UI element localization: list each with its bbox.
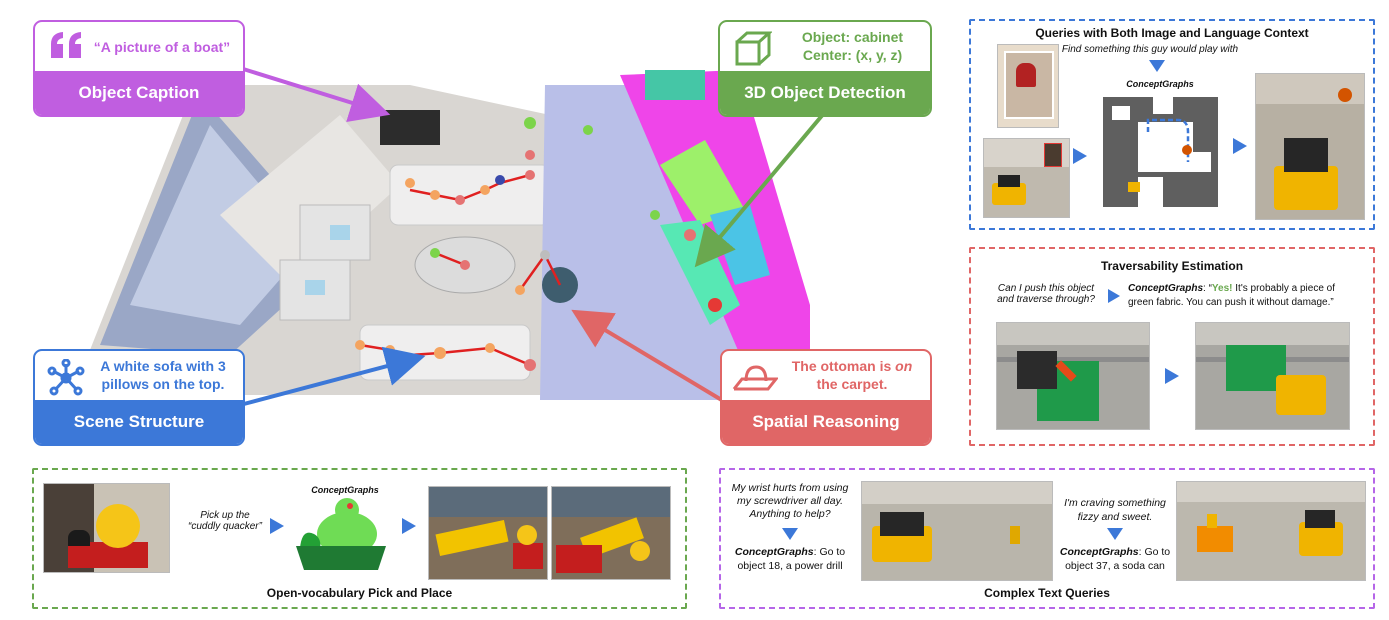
a1-line1: ConceptGraphs: Go to — [724, 545, 856, 559]
segmented-duck-graphic — [296, 498, 386, 570]
complex-a2: ConceptGraphs: Go to object 37, a soda c… — [1055, 545, 1175, 573]
traversability-panel — [969, 247, 1375, 446]
queries-system-label: ConceptGraphs — [1126, 79, 1194, 89]
object-caption-callout: “A picture of a boat” Object Caption — [33, 20, 245, 117]
spatial-arrow — [571, 309, 727, 404]
a2-rest: : Go to — [1138, 546, 1171, 558]
caption-quote: “A picture of a boat” — [93, 39, 231, 55]
q1-line1: My wrist hurts from using — [731, 482, 849, 494]
spatial-label: Spatial Reasoning — [722, 400, 930, 444]
spot-robot-photo-1 — [428, 486, 548, 580]
complex-q1: My wrist hurts from using my screwdriver… — [724, 482, 856, 521]
answer-rest: It's probably a piece of — [1232, 283, 1336, 294]
detection-center: Center: (x, y, z) — [802, 47, 903, 63]
robot-fabric-photo-1 — [996, 322, 1150, 430]
detection-arrow — [694, 110, 827, 268]
down-arrow-icon-2 — [782, 528, 798, 540]
a2-system: ConceptGraphs — [1059, 546, 1139, 558]
detection-label: 3D Object Detection — [720, 71, 930, 115]
robot-fabric-photo-2 — [1195, 322, 1350, 430]
down-arrow-icon — [1149, 60, 1165, 72]
right-arrow-icon-5 — [270, 518, 284, 534]
caption-arrow — [239, 66, 391, 122]
duck-photo — [43, 483, 170, 573]
right-arrow-icon-4 — [1165, 368, 1179, 384]
spatial-reasoning-callout: The ottoman is on the carpet. Spatial Re… — [720, 349, 932, 446]
robot-drill-photo — [861, 481, 1053, 581]
right-arrow-icon-3 — [1108, 289, 1120, 303]
complex-a1: ConceptGraphs: Go to object 18, a power … — [724, 545, 856, 573]
spatial-line1-emphasis: on — [895, 358, 913, 374]
complex-q2: I'm craving something fizzy and sweet. — [1055, 496, 1175, 524]
down-arrow-icon-3 — [1107, 528, 1123, 540]
detection-object: Object: cabinet — [801, 29, 904, 45]
answer-system: ConceptGraphs — [1128, 283, 1204, 294]
spot-robot-photo-2 — [551, 486, 671, 580]
answer-line2: green fabric. You can push it without da… — [1128, 297, 1334, 308]
queries-prompt: Find something this guy would play with — [1061, 44, 1239, 55]
jordan-photo — [997, 44, 1059, 128]
structure-label: Scene Structure — [35, 400, 243, 444]
a2-line2: object 37, a soda can — [1065, 560, 1165, 572]
object-detection-callout: Object: cabinet Center: (x, y, z) 3D Obj… — [718, 20, 932, 117]
spatial-line1-text: The ottoman is — [791, 358, 896, 374]
answer-colon: : “ — [1203, 283, 1212, 294]
robot-room-photo — [983, 138, 1070, 218]
q2-line2: fizzy and sweet. — [1077, 511, 1153, 523]
pick-place-title: Open-vocabulary Pick and Place — [266, 586, 453, 600]
structure-line1: A white sofa with 3 — [100, 358, 226, 374]
pick-prompt: Pick up the “cuddly quacker” — [180, 510, 270, 532]
map-graphic — [1103, 97, 1218, 207]
caption-label: Object Caption — [35, 71, 243, 115]
cube-icon — [735, 31, 772, 66]
traversability-answer: ConceptGraphs: “Yes! It's probably a pie… — [1128, 282, 1368, 310]
question-line2: and traverse through? — [997, 294, 1095, 305]
q1-line3: Anything to help? — [749, 508, 831, 520]
ottoman-on-carpet-icon — [732, 365, 778, 391]
right-arrow-icon — [1073, 148, 1087, 164]
answer-yes: Yes! — [1211, 283, 1233, 294]
traversability-question: Can I push this object and traverse thro… — [986, 283, 1106, 305]
a1-system: ConceptGraphs — [734, 546, 814, 558]
queries-panel — [969, 19, 1375, 230]
complex-queries-title: Complex Text Queries — [984, 586, 1110, 600]
pick-prompt-line1: Pick up the — [200, 510, 250, 521]
spatial-line2: the carpet. — [816, 376, 888, 392]
cabinet-segment — [660, 140, 745, 225]
answer-line1: ConceptGraphs: “Yes! It's probably a pie… — [1128, 282, 1368, 296]
pick-prompt-line2: “cuddly quacker” — [188, 521, 262, 532]
q2-line1: I'm craving something — [1064, 497, 1166, 509]
a2-line1: ConceptGraphs: Go to — [1055, 545, 1175, 559]
a1-rest: : Go to — [813, 546, 846, 558]
queries-title: Queries with Both Image and Language Con… — [1035, 26, 1309, 40]
a1-line2: object 18, a power drill — [737, 560, 843, 572]
spatial-line1: The ottoman is on — [778, 357, 926, 375]
right-arrow-icon-2 — [1233, 138, 1247, 154]
structure-line2: pillows on the top. — [101, 376, 225, 392]
right-arrow-icon-6 — [402, 518, 416, 534]
scene-structure-callout: A white sofa with 3 pillows on the top. … — [33, 349, 245, 446]
complex-queries-panel — [719, 468, 1375, 609]
graph-network-icon — [47, 359, 85, 396]
scene-graph-nodes — [355, 117, 722, 371]
structure-arrow — [239, 346, 426, 407]
q1-line2: my screwdriver all day. — [737, 495, 843, 507]
pick-place-panel — [32, 468, 687, 609]
robot-ball-photo — [1255, 73, 1365, 220]
robot-soda-photo — [1176, 481, 1366, 581]
traversability-title: Traversability Estimation — [1100, 259, 1244, 273]
quote-icon — [51, 32, 81, 58]
question-line1: Can I push this object — [997, 283, 1095, 294]
pick-system-label: ConceptGraphs — [311, 485, 379, 495]
